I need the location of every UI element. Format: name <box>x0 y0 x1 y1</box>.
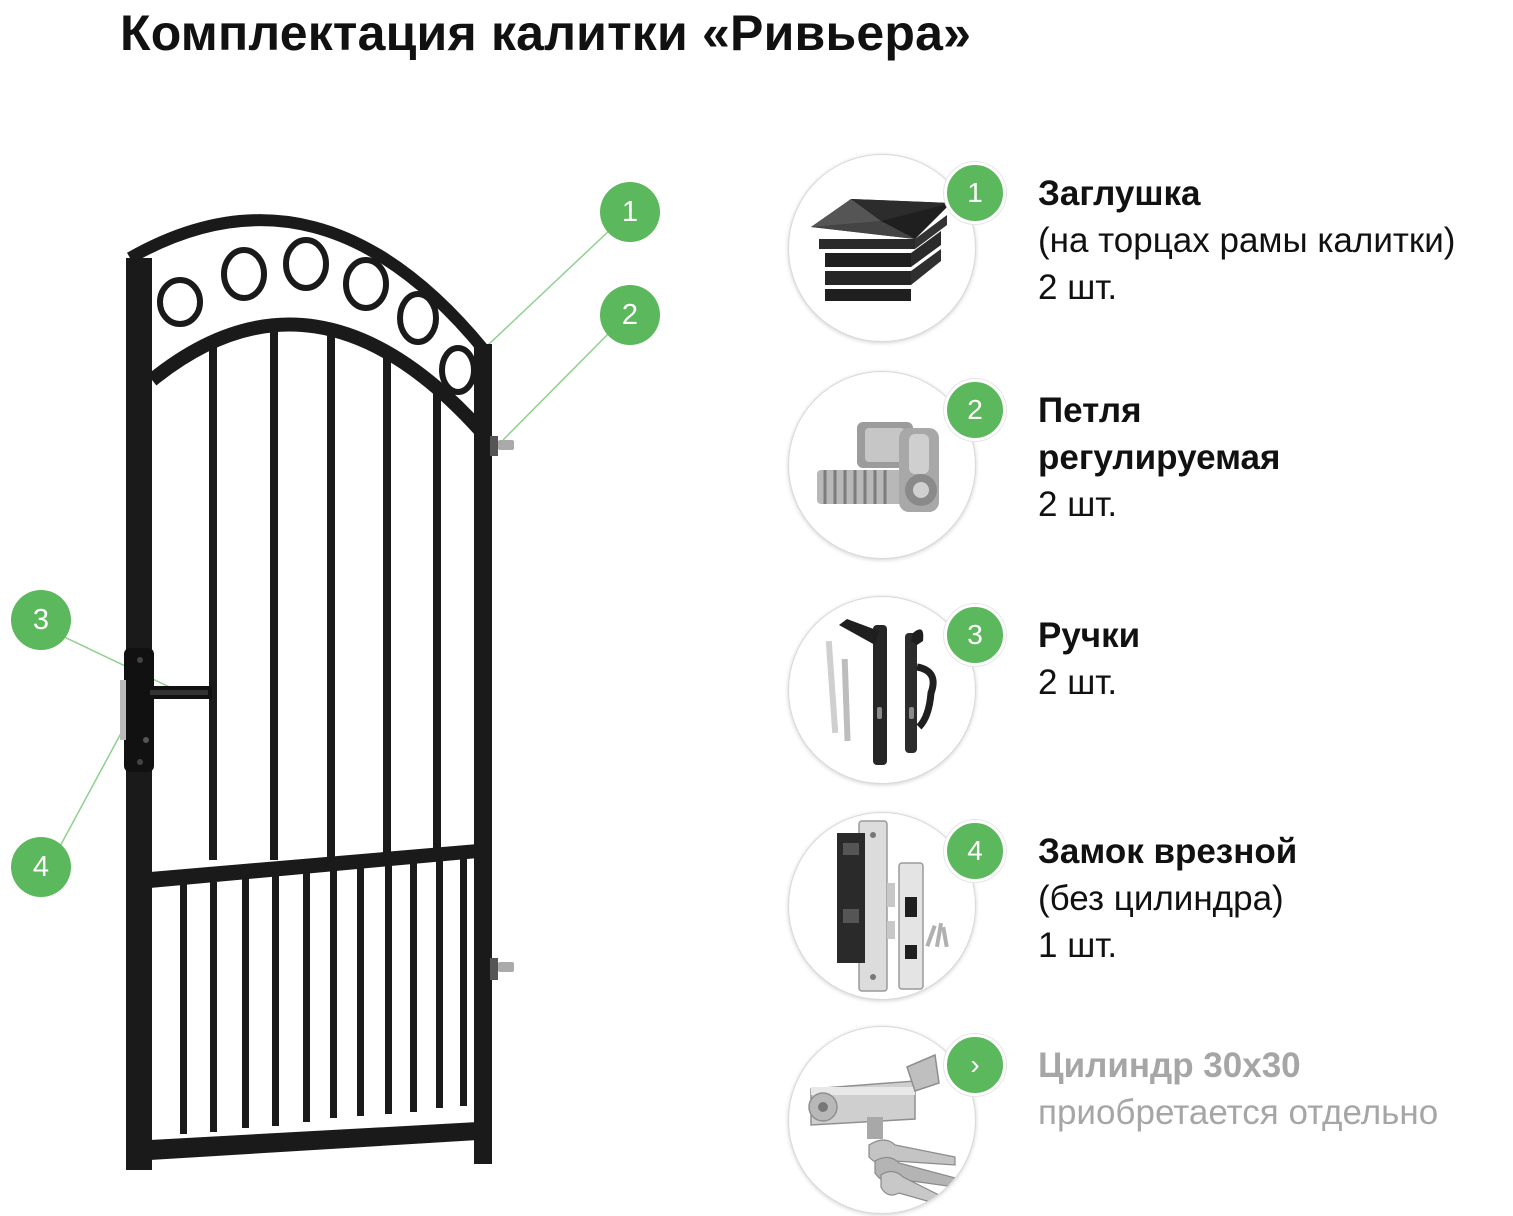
item-mortise-lock-image <box>788 812 976 1000</box>
item-handles-name: Ручки <box>1038 616 1141 655</box>
item-handles-badge: 3 <box>944 604 1006 666</box>
item-handles-qty: 2 шт. <box>1038 663 1118 702</box>
gate-bars-upper <box>209 325 441 860</box>
item-lock-cylinder-image <box>788 1026 976 1214</box>
gate-middle-rail <box>150 844 478 888</box>
handles-icon <box>825 619 937 765</box>
item-lock-cylinder-note: приобретается отдельно <box>1038 1093 1439 1132</box>
item-mortise-lock-qty: 1 шт. <box>1038 926 1118 965</box>
item-end-cap-text: Заглушка (на торцах рамы калитки) 2 шт. <box>1038 170 1455 311</box>
leader-line-2 <box>502 329 613 441</box>
gate-inner-arch <box>147 317 486 435</box>
item-end-cap: 1 Заглушка (на торцах рамы калитки) 2 шт… <box>788 154 1508 344</box>
gate-rings <box>157 237 477 395</box>
item-lock-cylinder-name: Цилиндр 30х30 <box>1038 1046 1301 1085</box>
gate-outer-arch <box>127 214 489 354</box>
gate-marker-4: 4 <box>11 837 71 897</box>
gate-lock-edge <box>120 680 126 740</box>
gate-hinge-bottom <box>490 958 514 980</box>
gate-lock-plate <box>124 648 154 772</box>
gate-marker-3: 3 <box>11 590 71 650</box>
page-title: Комплектация калитки «Ривьера» <box>120 5 972 61</box>
item-hinge-subname: регулируемая <box>1038 438 1281 477</box>
gate-right-post <box>474 344 492 1164</box>
leader-line-1 <box>487 227 613 346</box>
item-hinge-badge: 2 <box>944 379 1006 441</box>
item-end-cap-name: Заглушка <box>1038 174 1201 213</box>
item-mortise-lock: 4 Замок врезной (без цилиндра) 1 шт. <box>788 812 1508 1002</box>
item-mortise-lock-badge: 4 <box>944 820 1006 882</box>
item-mortise-lock-text: Замок врезной (без цилиндра) 1 шт. <box>1038 828 1297 969</box>
gate-illustration <box>57 214 613 1170</box>
item-end-cap-note: (на торцах рамы калитки) <box>1038 221 1456 260</box>
item-mortise-lock-note: (без цилиндра) <box>1038 879 1284 918</box>
item-end-cap-qty: 2 шт. <box>1038 268 1118 307</box>
gate-keyhole <box>143 737 149 743</box>
item-end-cap-badge: 1 <box>944 162 1006 224</box>
leader-line-3 <box>57 633 181 693</box>
item-hinge-name: Петля <box>1038 391 1142 430</box>
item-handles: 3 Ручки 2 шт. <box>788 596 1508 786</box>
gate-marker-1: 1 <box>600 182 660 242</box>
hinge-icon <box>817 422 939 512</box>
item-mortise-lock-name: Замок врезной <box>1038 832 1298 871</box>
end-cap-icon <box>811 199 951 301</box>
gate-hinge-top <box>490 436 514 456</box>
mortise-lock-icon <box>837 820 949 992</box>
item-hinge-text: Петля регулируемая 2 шт. <box>1038 387 1280 528</box>
gate-frame <box>120 214 514 1170</box>
item-lock-cylinder: › Цилиндр 30х30 приобретается отдельно <box>788 1026 1508 1216</box>
leader-line-4 <box>57 723 127 851</box>
lock-cylinder-icon <box>808 1053 960 1206</box>
chevron-right-icon: › <box>944 1034 1006 1096</box>
item-hinge-qty: 2 шт. <box>1038 485 1118 524</box>
item-handles-text: Ручки 2 шт. <box>1038 612 1140 706</box>
item-lock-cylinder-text: Цилиндр 30х30 приобретается отдельно <box>1038 1042 1438 1136</box>
gate-marker-2: 2 <box>600 285 660 345</box>
gate-bottom-rail <box>150 1122 478 1160</box>
item-hinge: 2 Петля регулируемая 2 шт. <box>788 371 1508 561</box>
gate-bars-lower <box>180 856 467 1134</box>
